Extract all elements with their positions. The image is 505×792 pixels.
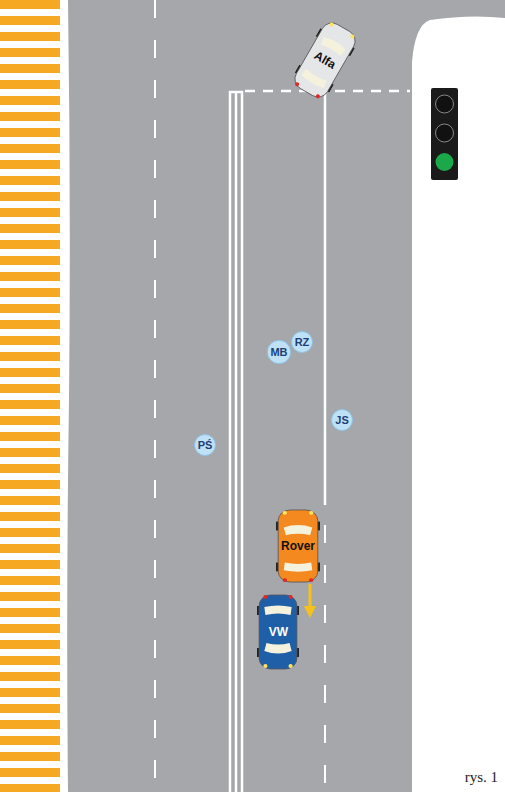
lane-dash: [324, 525, 326, 792]
person-initials: MB: [270, 346, 287, 358]
car-label: VW: [268, 625, 287, 639]
direction-arrow: [304, 584, 316, 618]
person-marker: JS: [331, 409, 353, 431]
double-line: [230, 92, 242, 792]
person-initials: PŚ: [198, 439, 213, 451]
car-label: Rover: [281, 539, 315, 553]
car: VW: [257, 593, 299, 671]
person-initials: RZ: [295, 336, 310, 348]
person-marker: MB: [267, 340, 290, 363]
car: Rover: [276, 508, 320, 584]
person-marker: PŚ: [194, 434, 216, 456]
solid-line: [324, 92, 327, 505]
traffic-light: [431, 88, 458, 180]
person-initials: JS: [335, 414, 348, 426]
figure-caption: rys. 1: [465, 769, 498, 786]
sidewalk: [412, 62, 505, 792]
person-marker: RZ: [291, 331, 313, 353]
double-line: [235, 92, 238, 792]
road: [67, 0, 505, 792]
lane-dash: [154, 0, 156, 792]
curb-stripe: [0, 0, 60, 792]
